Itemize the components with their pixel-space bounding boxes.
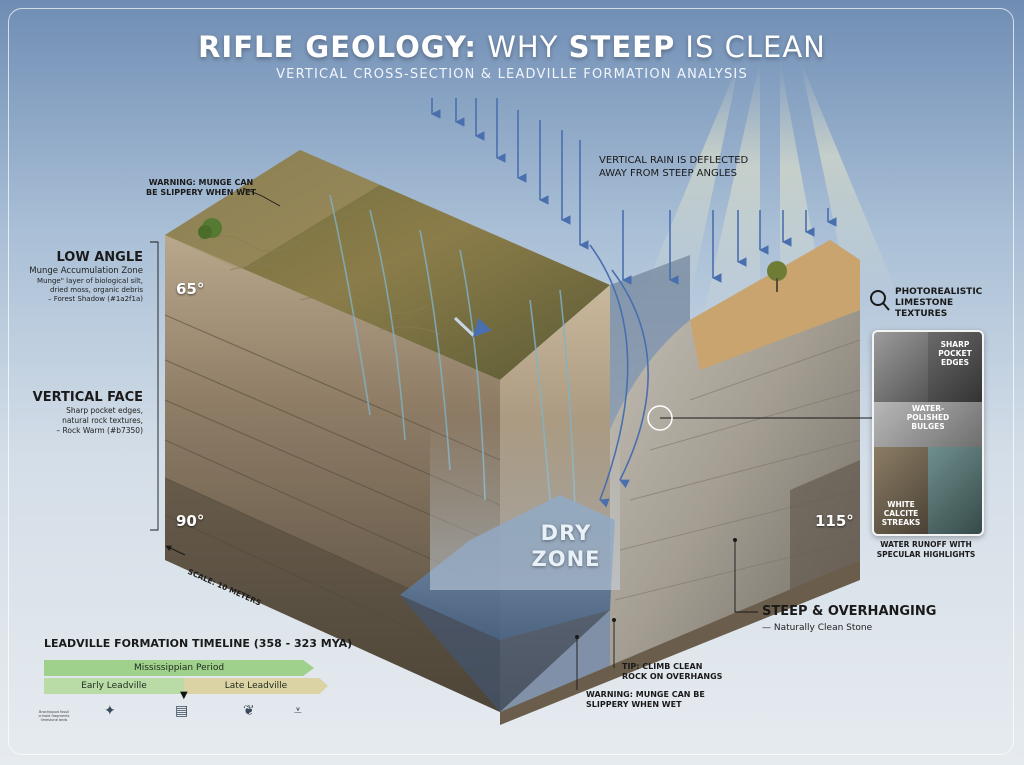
tree-right xyxy=(767,261,787,292)
timeline-early-bar: Early Leadville xyxy=(44,678,184,694)
texture-cell-calcite xyxy=(874,447,928,534)
fish-fossil-icon: ✦ xyxy=(104,703,116,719)
texture-cell-polished xyxy=(874,402,982,447)
texture-label-pocket: SHARP POCKET EDGES xyxy=(938,340,972,367)
rain-arrows xyxy=(431,98,837,508)
low-angle-sub: Munge Accumulation Zone xyxy=(29,266,143,276)
tree-left xyxy=(198,218,222,239)
tip-callout: TIP: CLIMB CLEAN ROCK ON OVERHANGS xyxy=(622,662,723,681)
strata-icon: ▤ xyxy=(175,703,189,719)
timeline-title: LEADVILLE FORMATION TIMELINE (358 - 323 … xyxy=(44,637,353,650)
right-block-top xyxy=(690,240,860,370)
frame-border xyxy=(8,8,1014,755)
angle-65: 65° xyxy=(176,280,205,298)
page-subtitle: VERTICAL CROSS-SECTION & LEADVILLE FORMA… xyxy=(276,67,748,82)
texture-inset-panel: SHARP POCKET EDGES WATER- POLISHED BULGE… xyxy=(872,330,984,536)
angle-115: 115° xyxy=(815,512,854,530)
timeline-mini-text: Brachiopod fossil crinoid fragments lime… xyxy=(38,710,70,722)
texture-label-polished: WATER- POLISHED BULGES xyxy=(906,404,950,431)
texture-cell-pocket xyxy=(928,332,982,402)
timeline-early-label: Early Leadville xyxy=(81,681,147,691)
timeline-late-label: Late Leadville xyxy=(224,681,288,691)
low-angle-desc: Munge" layer of biological silt, dried m… xyxy=(37,277,143,303)
warning-top-callout: WARNING: MUNGE CAN BE SLIPPERY WHEN WET xyxy=(146,178,256,197)
magnifier-icon xyxy=(870,290,890,311)
vertical-face-heading: VERTICAL FACE xyxy=(32,390,143,405)
timeline-period-label: Mississippian Period xyxy=(133,663,225,673)
timeline-late-bar: Late Leadville xyxy=(184,678,328,694)
vertical-face-desc: Sharp pocket edges, natural rock texture… xyxy=(56,406,143,435)
bottom-strata xyxy=(500,560,860,725)
steep-heading: STEEP & OVERHANGING xyxy=(762,604,937,619)
warning-bottom-callout: WARNING: MUNGE CAN BE SLIPPERY WHEN WET xyxy=(586,690,705,709)
angle-90: 90° xyxy=(176,512,205,530)
textures-heading: PHOTOREALISTIC LIMESTONE TEXTURES xyxy=(895,287,983,319)
timeline-marker-icon: ▼ xyxy=(180,690,188,701)
textures-caption: WATER RUNOFF WITH SPECULAR HIGHLIGHTS xyxy=(876,540,976,559)
steep-sub: — Naturally Clean Stone xyxy=(762,623,873,633)
dry-zone-label: DRY ZONE xyxy=(531,521,601,571)
texture-cell-pocket-dark xyxy=(874,332,928,402)
low-angle-heading: LOW ANGLE xyxy=(56,250,143,265)
sediment-icon: ⩡ xyxy=(294,703,302,719)
page-title: RIFLE GEOLOGY: WHY STEEP IS CLEAN xyxy=(198,30,826,64)
texture-label-calcite: WHITE CALCITE STREAKS xyxy=(881,500,921,527)
shell-icon: ❦ xyxy=(243,703,255,719)
texture-cell-runoff xyxy=(928,447,982,534)
leader-lines xyxy=(150,187,872,690)
timeline-period-bar: Mississippian Period xyxy=(44,660,314,676)
rain-callout: VERTICAL RAIN IS DEFLECTED AWAY FROM STE… xyxy=(599,155,749,179)
